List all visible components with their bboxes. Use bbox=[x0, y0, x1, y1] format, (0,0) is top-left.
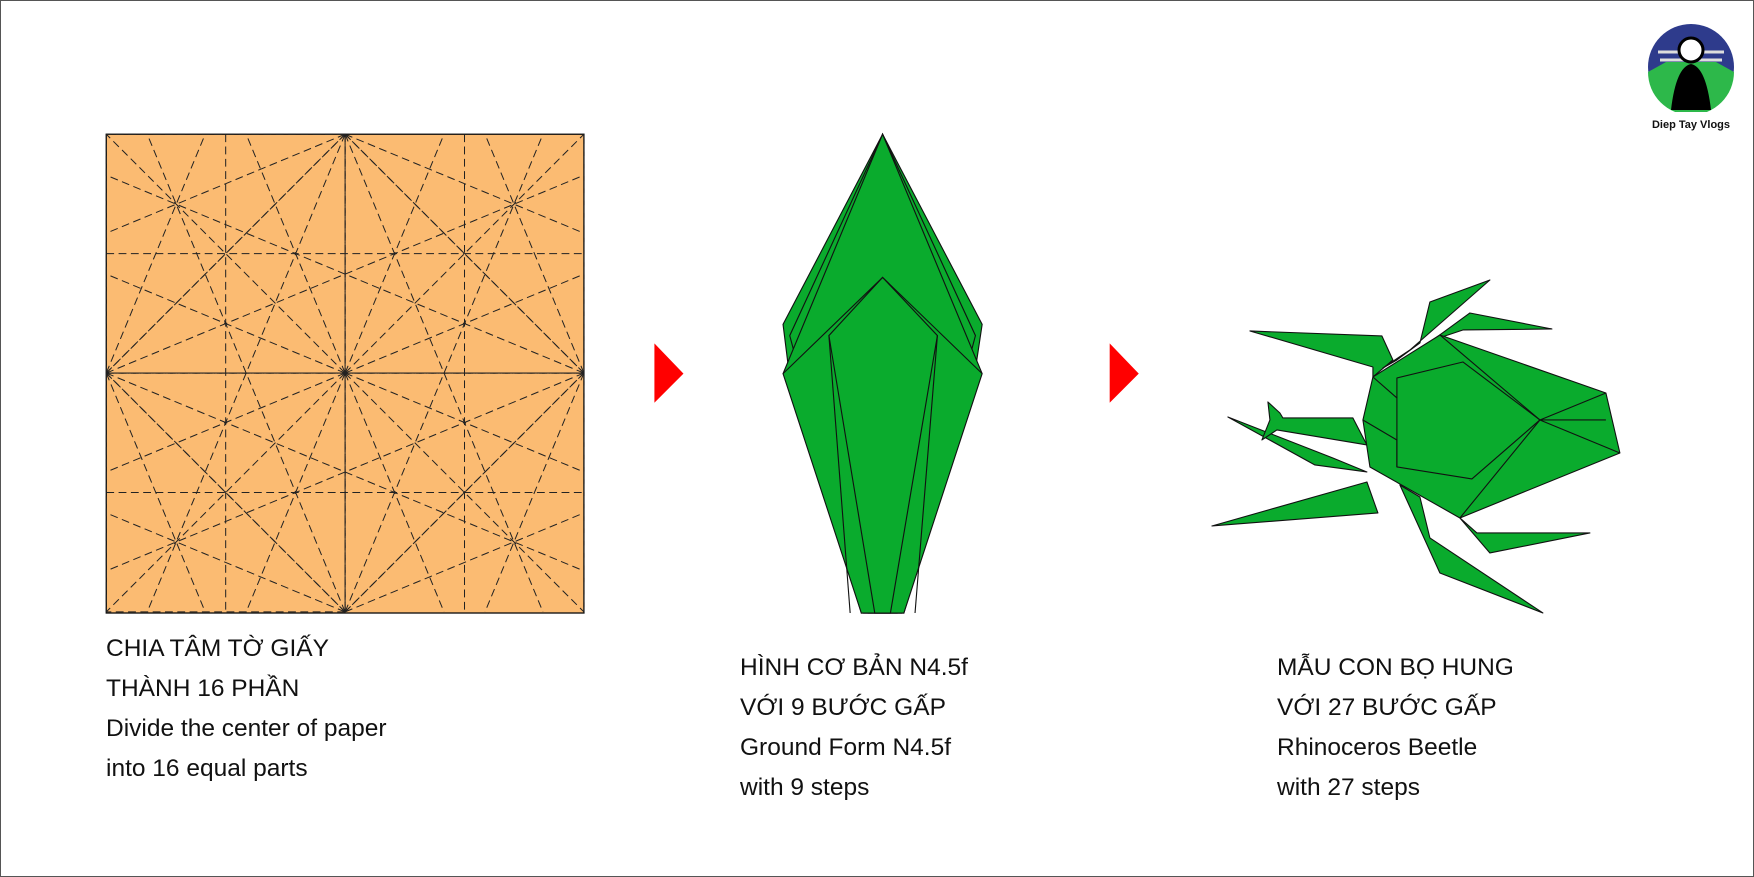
crease-line bbox=[105, 133, 346, 374]
crease-line bbox=[106, 372, 585, 572]
crease-line bbox=[106, 512, 346, 613]
caption-crease-pattern: CHIA TÂM TỜ GIẤY THÀNH 16 PHẦN Divide th… bbox=[106, 629, 387, 789]
arrow-right-icon bbox=[1109, 343, 1139, 403]
logo-avatar-icon bbox=[1648, 24, 1734, 115]
caption-line: VỚI 27 BƯỚC GẤP bbox=[1277, 694, 1497, 721]
caption-line: into 16 equal parts bbox=[106, 755, 308, 782]
crease-line bbox=[484, 372, 585, 613]
crease-line bbox=[106, 174, 585, 374]
caption-line: Rhinoceros Beetle bbox=[1277, 734, 1478, 761]
caption-line: Divide the center of paper bbox=[106, 715, 387, 742]
crease-line bbox=[484, 134, 585, 374]
crease-pattern bbox=[105, 133, 585, 614]
crease-line bbox=[344, 512, 585, 613]
logo-text: Diep Tay Vlogs bbox=[1651, 119, 1731, 131]
caption-line: MẪU CON BỌ HUNG bbox=[1277, 654, 1514, 681]
crease-line bbox=[344, 133, 585, 234]
crease-line bbox=[105, 134, 206, 374]
crease-line bbox=[105, 133, 346, 374]
caption-line: CHIA TÂM TỜ GIẤY bbox=[106, 635, 329, 662]
crease-line bbox=[344, 372, 585, 613]
caption-line: HÌNH CƠ BẢN N4.5f bbox=[740, 654, 968, 681]
crease-line bbox=[344, 133, 585, 374]
caption-ground-form: HÌNH CƠ BẢN N4.5f VỚI 9 BƯỚC GẤP Ground … bbox=[740, 648, 968, 808]
caption-line: with 27 steps bbox=[1277, 774, 1420, 801]
caption-line: Ground Form N4.5f bbox=[740, 734, 952, 761]
arrow-right-icon bbox=[654, 343, 684, 403]
ground-form-model bbox=[782, 132, 983, 614]
crease-line bbox=[105, 133, 346, 374]
caption-line: VỚI 9 BƯỚC GẤP bbox=[740, 694, 946, 721]
caption-line: with 9 steps bbox=[740, 774, 870, 801]
rhinoceros-beetle-model bbox=[1211, 279, 1621, 614]
crease-line bbox=[105, 372, 346, 613]
channel-logo: Diep Tay Vlogs bbox=[1636, 22, 1746, 132]
crease-line bbox=[344, 133, 585, 374]
crease-line bbox=[344, 372, 585, 613]
crease-line bbox=[105, 372, 206, 613]
caption-beetle: MẪU CON BỌ HUNG VỚI 27 BƯỚC GẤP Rhinocer… bbox=[1277, 648, 1514, 808]
caption-line: THÀNH 16 PHẦN bbox=[106, 675, 300, 702]
crease-line bbox=[106, 133, 346, 234]
crease-line bbox=[105, 372, 346, 613]
crease-line bbox=[105, 372, 346, 613]
crease-line bbox=[344, 133, 585, 374]
crease-line bbox=[344, 372, 585, 613]
